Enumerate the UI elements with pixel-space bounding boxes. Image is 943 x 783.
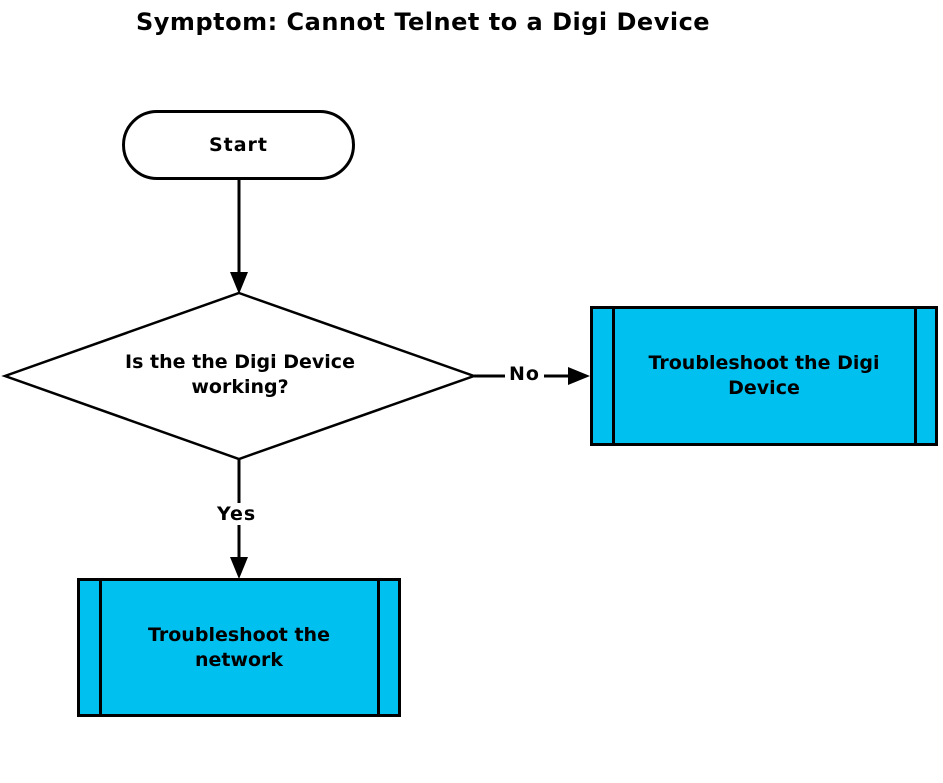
process-node-troubleshoot-network: Troubleshoot the network [77, 578, 401, 717]
start-node-label: Start [208, 134, 269, 156]
process-node-label: Troubleshoot the Digi Device [648, 352, 880, 399]
arrow-down-icon [230, 557, 248, 579]
start-node: Start [122, 110, 355, 180]
edge-label-no: No [505, 363, 544, 385]
flowchart-title: Symptom: Cannot Telnet to a Digi Device [136, 8, 711, 36]
edge-start-to-decision [230, 178, 248, 294]
arrow-down-icon [230, 272, 248, 294]
process-right-bar [914, 309, 917, 443]
process-node-label: Troubleshoot the network [148, 623, 330, 671]
arrow-right-icon [568, 367, 590, 385]
edge-label-yes: Yes [213, 503, 261, 525]
process-left-bar [612, 309, 615, 443]
process-right-bar [377, 581, 380, 714]
process-node-troubleshoot-digi-device: Troubleshoot the Digi Device [590, 306, 938, 446]
decision-node-label: Is the the Digi Device working? [125, 351, 355, 398]
process-left-bar [99, 581, 102, 714]
